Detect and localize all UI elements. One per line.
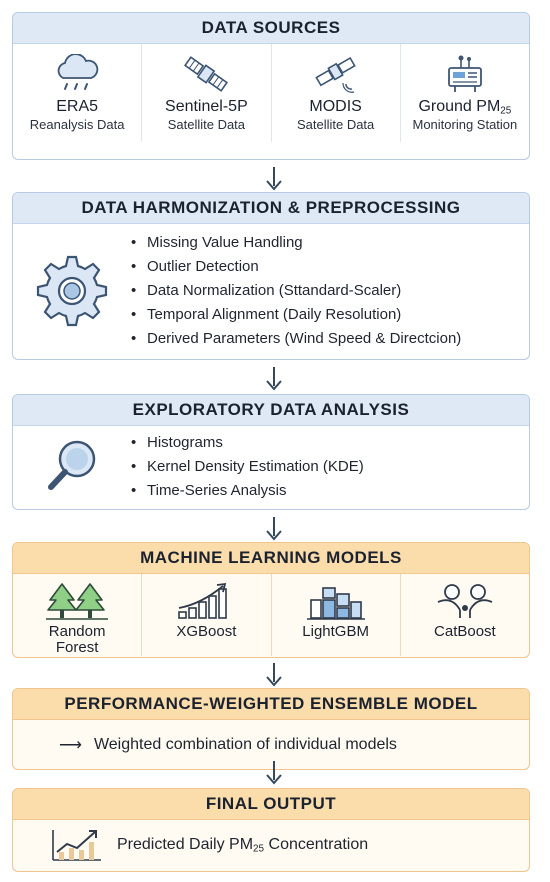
preprocessing-list: Missing Value Handling Outlier Detection… xyxy=(131,231,461,351)
blocks-icon xyxy=(306,587,365,620)
model-name-line2: Forest xyxy=(55,639,99,656)
trend-chart-icon xyxy=(52,830,101,861)
catboost-icon xyxy=(437,584,493,618)
data-sources-row: ERA5 Reanalysis Data Sentinel-5P Satelli… xyxy=(13,44,529,142)
monitoring-station-icon xyxy=(447,55,482,92)
magnifier-icon-wrap xyxy=(13,435,131,499)
list-item: Temporal Alignment (Daily Resolution) xyxy=(131,303,461,327)
list-item: Kernel Density Estimation (KDE) xyxy=(131,455,364,479)
bar-growth-icon xyxy=(178,582,228,619)
source-era5: ERA5 Reanalysis Data xyxy=(13,44,141,142)
model-name-line1: Random xyxy=(48,623,106,640)
gear-icon xyxy=(36,255,108,327)
final-text-subscript: 25 xyxy=(253,843,265,855)
right-arrow-icon: ⟶ xyxy=(59,737,82,754)
preprocessing-title: DATA HARMONIZATION & PREPROCESSING xyxy=(13,193,529,224)
down-arrow-icon xyxy=(266,167,282,191)
down-arrow-icon xyxy=(266,367,282,391)
source-name-subscript: 25 xyxy=(500,105,512,117)
eda-title: EXPLORATORY DATA ANALYSIS xyxy=(13,395,529,426)
eda-panel: EXPLORATORY DATA ANALYSIS Histograms Ker… xyxy=(12,394,530,510)
model-name: XGBoost xyxy=(176,623,237,640)
source-modis: MODIS Satellite Data xyxy=(270,44,400,142)
list-item: Data Normalization (Sttandard-Scaler) xyxy=(131,279,461,303)
ensemble-title: PERFORMANCE-WEIGHTED ENSEMBLE MODEL xyxy=(13,689,529,720)
model-name: Random Forest xyxy=(49,624,106,656)
final-output-panel: FINAL OUTPUT Predicted Daily PM25 Concen… xyxy=(12,788,530,872)
down-arrow-icon xyxy=(266,517,282,541)
trees-icon xyxy=(46,583,109,620)
list-item: Histograms xyxy=(131,431,364,455)
source-sub: Monitoring Station xyxy=(412,117,518,133)
list-item: Outlier Detection xyxy=(131,255,461,279)
source-sub: Satellite Data xyxy=(296,117,375,132)
model-lightgbm: LightGBM xyxy=(270,574,400,656)
list-item: Time-Series Analysis xyxy=(131,479,364,503)
ml-models-title: MACHINE LEARNING MODELS xyxy=(13,543,529,574)
source-name: Ground PM25 xyxy=(418,98,511,116)
final-output-row: Predicted Daily PM25 Concentration xyxy=(13,820,529,870)
ensemble-panel: PERFORMANCE-WEIGHTED ENSEMBLE MODEL ⟶ We… xyxy=(12,688,530,770)
source-name: MODIS xyxy=(309,98,362,115)
list-item: Missing Value Handling xyxy=(131,231,461,255)
satellite-dish-icon xyxy=(314,56,356,93)
model-catboost: CatBoost xyxy=(399,574,529,656)
preprocessing-panel: DATA HARMONIZATION & PREPROCESSING Missi… xyxy=(12,192,530,360)
data-sources-panel: DATA SOURCES ERA5 Reanalysis Data xyxy=(12,12,530,160)
model-random-forest: Random Forest xyxy=(13,574,141,656)
source-ground: Ground PM25 Monitoring Station xyxy=(399,44,529,142)
source-name: ERA5 xyxy=(56,98,99,115)
model-name: LightGBM xyxy=(302,623,369,640)
final-output-title: FINAL OUTPUT xyxy=(13,789,529,820)
preprocessing-body: Missing Value Handling Outlier Detection… xyxy=(13,224,529,358)
final-text-post: Concentration xyxy=(264,835,369,853)
ensemble-row: ⟶ Weighted combination of individual mod… xyxy=(13,720,529,769)
ml-models-row: Random Forest XGBoost xyxy=(13,574,529,656)
final-text-pre: Predicted Daily PM xyxy=(117,835,254,853)
model-xgboost: XGBoost xyxy=(141,574,270,656)
down-arrow-icon xyxy=(266,663,282,687)
ensemble-description: Weighted combination of individual model… xyxy=(93,736,397,753)
gear-icon-wrap xyxy=(13,251,131,331)
satellite-icon xyxy=(184,56,229,92)
source-sentinel: Sentinel-5P Satellite Data xyxy=(141,44,270,142)
ml-models-panel: MACHINE LEARNING MODELS Random Forest xyxy=(12,542,530,658)
magnifier-icon xyxy=(48,440,96,490)
cloud-rain-icon xyxy=(57,54,99,90)
source-sub: Satellite Data xyxy=(167,117,246,132)
model-name: CatBoost xyxy=(434,623,496,640)
source-name: Sentinel-5P xyxy=(165,98,248,115)
source-sub: Reanalysis Data xyxy=(29,117,125,132)
list-item: Derived Parameters (Wind Speed & Directc… xyxy=(131,327,461,351)
source-name-main: Ground PM xyxy=(418,98,501,115)
eda-list: Histograms Kernel Density Estimation (KD… xyxy=(131,431,364,503)
eda-body: Histograms Kernel Density Estimation (KD… xyxy=(13,426,529,508)
data-sources-title: DATA SOURCES xyxy=(13,13,529,44)
final-output-text: Predicted Daily PM25 Concentration xyxy=(117,836,368,854)
down-arrow-icon xyxy=(266,761,282,785)
